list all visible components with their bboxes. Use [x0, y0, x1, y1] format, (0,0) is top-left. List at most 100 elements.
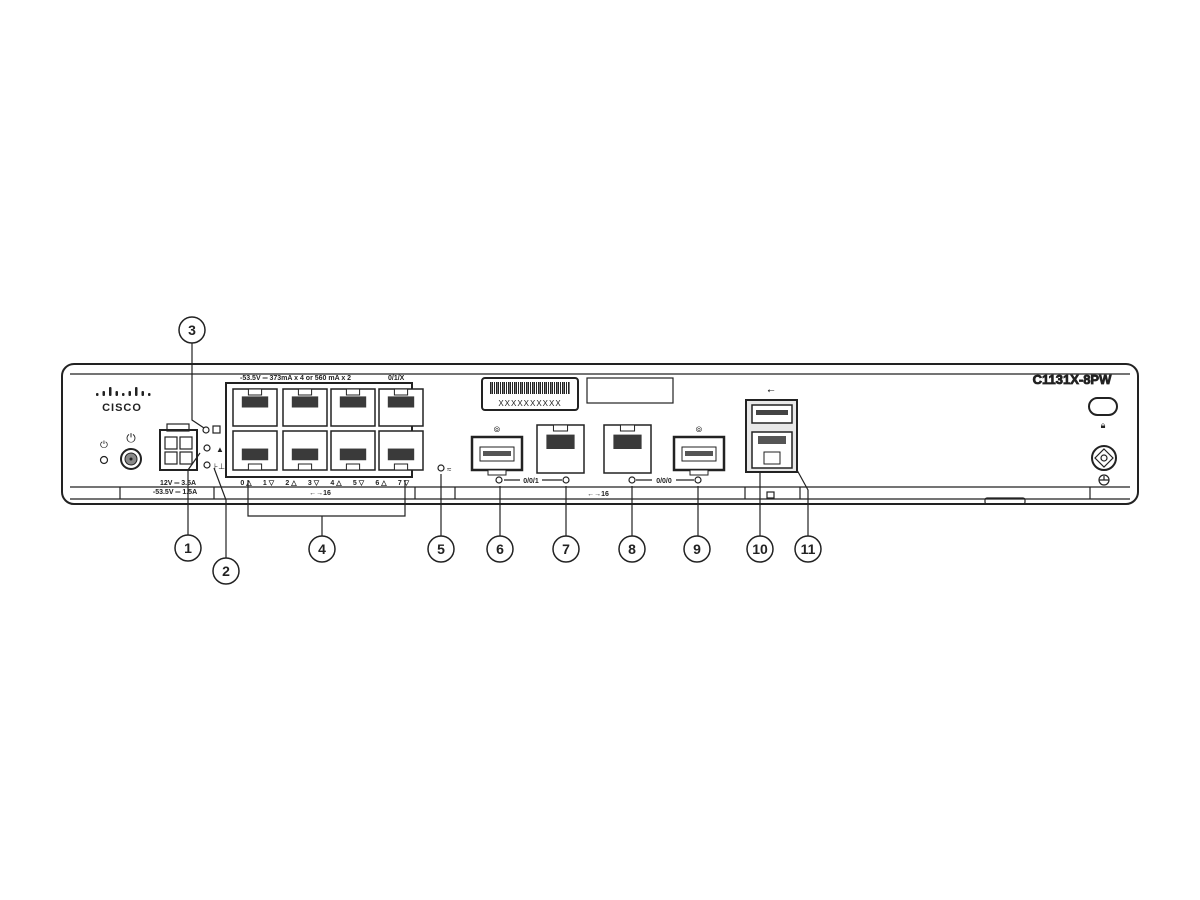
- switch-port-0[interactable]: [232, 388, 278, 427]
- status-leds: ▲ ⊦⊥: [202, 425, 225, 471]
- power-icon: ⏻: [100, 440, 108, 451]
- barcode-bar: [516, 382, 517, 394]
- logo-bar: [148, 393, 151, 396]
- sfp-icon: ⦾: [494, 425, 501, 434]
- sfp-port-9[interactable]: ⦾: [672, 425, 726, 476]
- barcode-bar: [524, 382, 525, 394]
- port-label-2: 2 △: [285, 480, 297, 487]
- wan-rj45-port-7[interactable]: [536, 424, 585, 474]
- barcode-bar: [566, 382, 567, 394]
- barcode-bar: [496, 382, 498, 394]
- logo-bar: [96, 393, 99, 396]
- switch-port-6[interactable]: [378, 388, 424, 427]
- logo-bar: [109, 387, 112, 396]
- callout-2: 2: [212, 557, 240, 585]
- port-label-0: 0 △: [240, 480, 252, 487]
- barcode-bar: [504, 382, 505, 394]
- barcode-bar: [564, 382, 565, 394]
- barcode-bar: [550, 382, 552, 394]
- callout-number: 11: [801, 541, 816, 557]
- callout-8: 8: [618, 535, 646, 563]
- callout-5: 5: [427, 535, 455, 563]
- barcode-bar: [532, 382, 534, 394]
- power-connector: 12V ═ 3.5A -53.5V ═ 1.5A: [153, 423, 198, 496]
- barcode-bar: [518, 382, 519, 394]
- callout-number: 3: [188, 322, 196, 338]
- power-button[interactable]: ⏻: [120, 431, 142, 470]
- system-icon: [212, 425, 221, 434]
- barcode-bar: [498, 382, 499, 394]
- barcode-bar: [562, 382, 564, 394]
- callout-number: 5: [437, 541, 445, 557]
- brand-text: CISCO: [102, 402, 142, 414]
- logo-bar: [102, 391, 105, 396]
- switch-port-1[interactable]: [232, 430, 278, 471]
- callout-number: 7: [562, 541, 570, 557]
- barcode-bar: [526, 382, 528, 394]
- wan-label-000: 0/0/0: [656, 478, 672, 485]
- barcode-bar: [540, 382, 541, 394]
- system-led: [202, 426, 210, 434]
- callout-number: 1: [184, 540, 192, 556]
- port-label-6: 6 △: [375, 480, 387, 487]
- poe-count-label-2: ←→16: [587, 491, 609, 498]
- callout-number: 2: [222, 563, 230, 579]
- callout-number: 8: [628, 541, 636, 557]
- logo-bar: [135, 387, 138, 396]
- switch-port-5[interactable]: [330, 430, 376, 471]
- port-label-3: 3 ▽: [308, 480, 320, 487]
- usb-icon: ⭠: [767, 385, 774, 395]
- wan7-led: [562, 476, 570, 484]
- callout-number: 9: [693, 541, 701, 557]
- power-rating-53v: -53.5V ═ 1.5A: [153, 489, 197, 496]
- switch-port-4[interactable]: [330, 388, 376, 427]
- sfp-icon: ⦾: [696, 425, 703, 434]
- barcode-bar: [514, 382, 516, 394]
- barcode-bar: [522, 382, 523, 394]
- serial-number: XXXXXXXXXX: [498, 399, 561, 408]
- barcode-bar: [510, 382, 511, 394]
- barcode-bar: [490, 382, 492, 394]
- wan-rj45-port-8[interactable]: [603, 424, 652, 474]
- barcode-bar: [512, 382, 513, 394]
- barcode-bar: [554, 382, 555, 394]
- callout-3: 3: [178, 316, 206, 344]
- barcode-bar: [538, 382, 540, 394]
- switch-port-7[interactable]: [378, 430, 424, 471]
- callout-1: 1: [174, 534, 202, 562]
- usb-console-stack: ⭠: [745, 385, 798, 499]
- callout-number: 6: [496, 541, 504, 557]
- poe-count-label: ←→16: [309, 490, 331, 497]
- usb-port[interactable]: [751, 404, 793, 424]
- barcode-bar: [534, 382, 535, 394]
- chassis: [61, 363, 1139, 505]
- logo-bar: [115, 391, 118, 396]
- serial-label: XXXXXXXXXX: [481, 377, 579, 411]
- power-rating-12v: 12V ═ 3.5A: [160, 480, 196, 487]
- wifi-icon: ≈: [447, 465, 452, 474]
- wifi-led: ≈: [437, 464, 452, 474]
- barcode-bar: [558, 382, 559, 394]
- model-name: C1131X-8PW: [1033, 372, 1112, 387]
- barcode-bar: [542, 382, 543, 394]
- callout-4: 4: [308, 535, 336, 563]
- power-button-icon: ⏻: [126, 431, 136, 445]
- logo-bar: [141, 391, 144, 396]
- kensington-lock-slot: 🔒︎: [1088, 397, 1118, 430]
- barcode-bar: [528, 382, 529, 394]
- sfp-port-6[interactable]: ⦾: [470, 425, 524, 476]
- console-port[interactable]: [751, 431, 793, 469]
- switch-port-2[interactable]: [282, 388, 328, 427]
- barcode-bar: [548, 382, 549, 394]
- barcode-bar: [560, 382, 561, 394]
- leader-lines: [187, 343, 809, 558]
- callout-11: 11: [794, 535, 822, 563]
- barcode-bar: [520, 382, 522, 394]
- barcode-bar: [502, 382, 504, 394]
- switch-port-3[interactable]: [282, 430, 328, 471]
- callout-9: 9: [683, 535, 711, 563]
- vpn-led: [203, 444, 211, 452]
- barcode-bar: [552, 382, 553, 394]
- port-label-7: 7 ▽: [398, 480, 410, 487]
